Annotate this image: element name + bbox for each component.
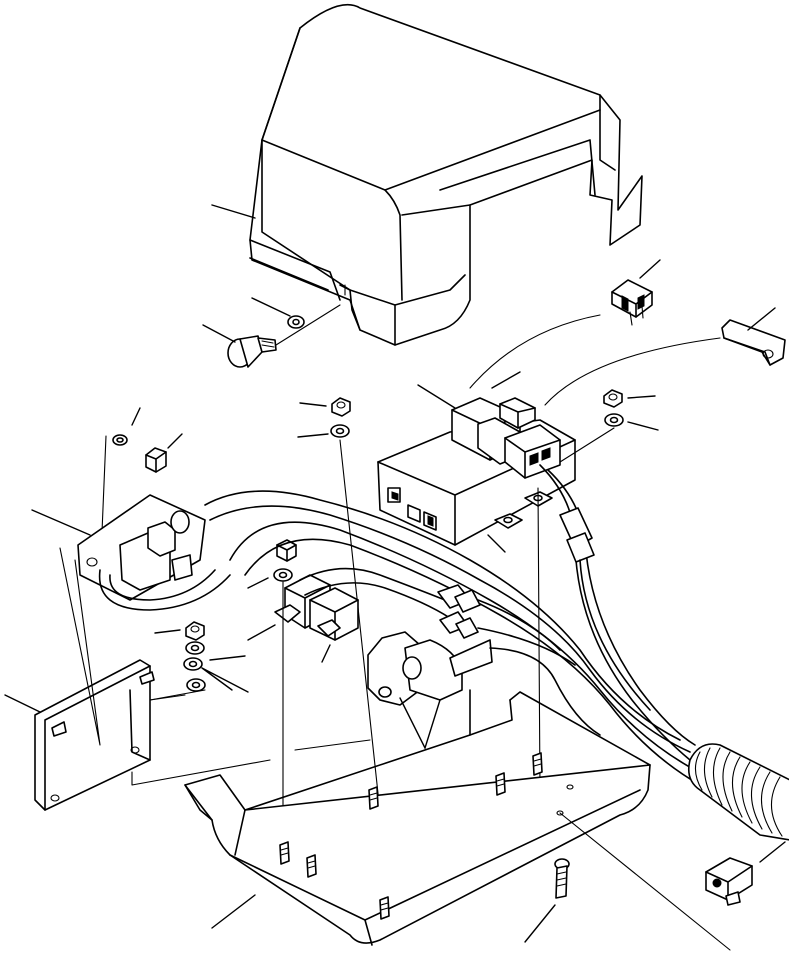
- corrugated-tube: [687, 743, 789, 841]
- bolt: [524, 858, 570, 943]
- relay-right: [309, 587, 359, 663]
- clamp-bracket: [705, 841, 786, 906]
- switch-right: [367, 631, 493, 750]
- relay-left: [247, 539, 331, 846]
- wing-bolt: [202, 304, 341, 368]
- fuse: [611, 259, 661, 326]
- switch-left: [31, 407, 206, 601]
- base-plate: [184, 689, 731, 951]
- nut-washer-upper-right: [559, 389, 659, 463]
- cover-washer: [251, 297, 305, 329]
- clip-bracket: [721, 307, 786, 366]
- wire-harness: [98, 464, 701, 791]
- nut-washer-stack: [149, 621, 249, 701]
- studs: [279, 752, 543, 920]
- cover: [211, 4, 643, 346]
- fuse-block: [417, 371, 561, 479]
